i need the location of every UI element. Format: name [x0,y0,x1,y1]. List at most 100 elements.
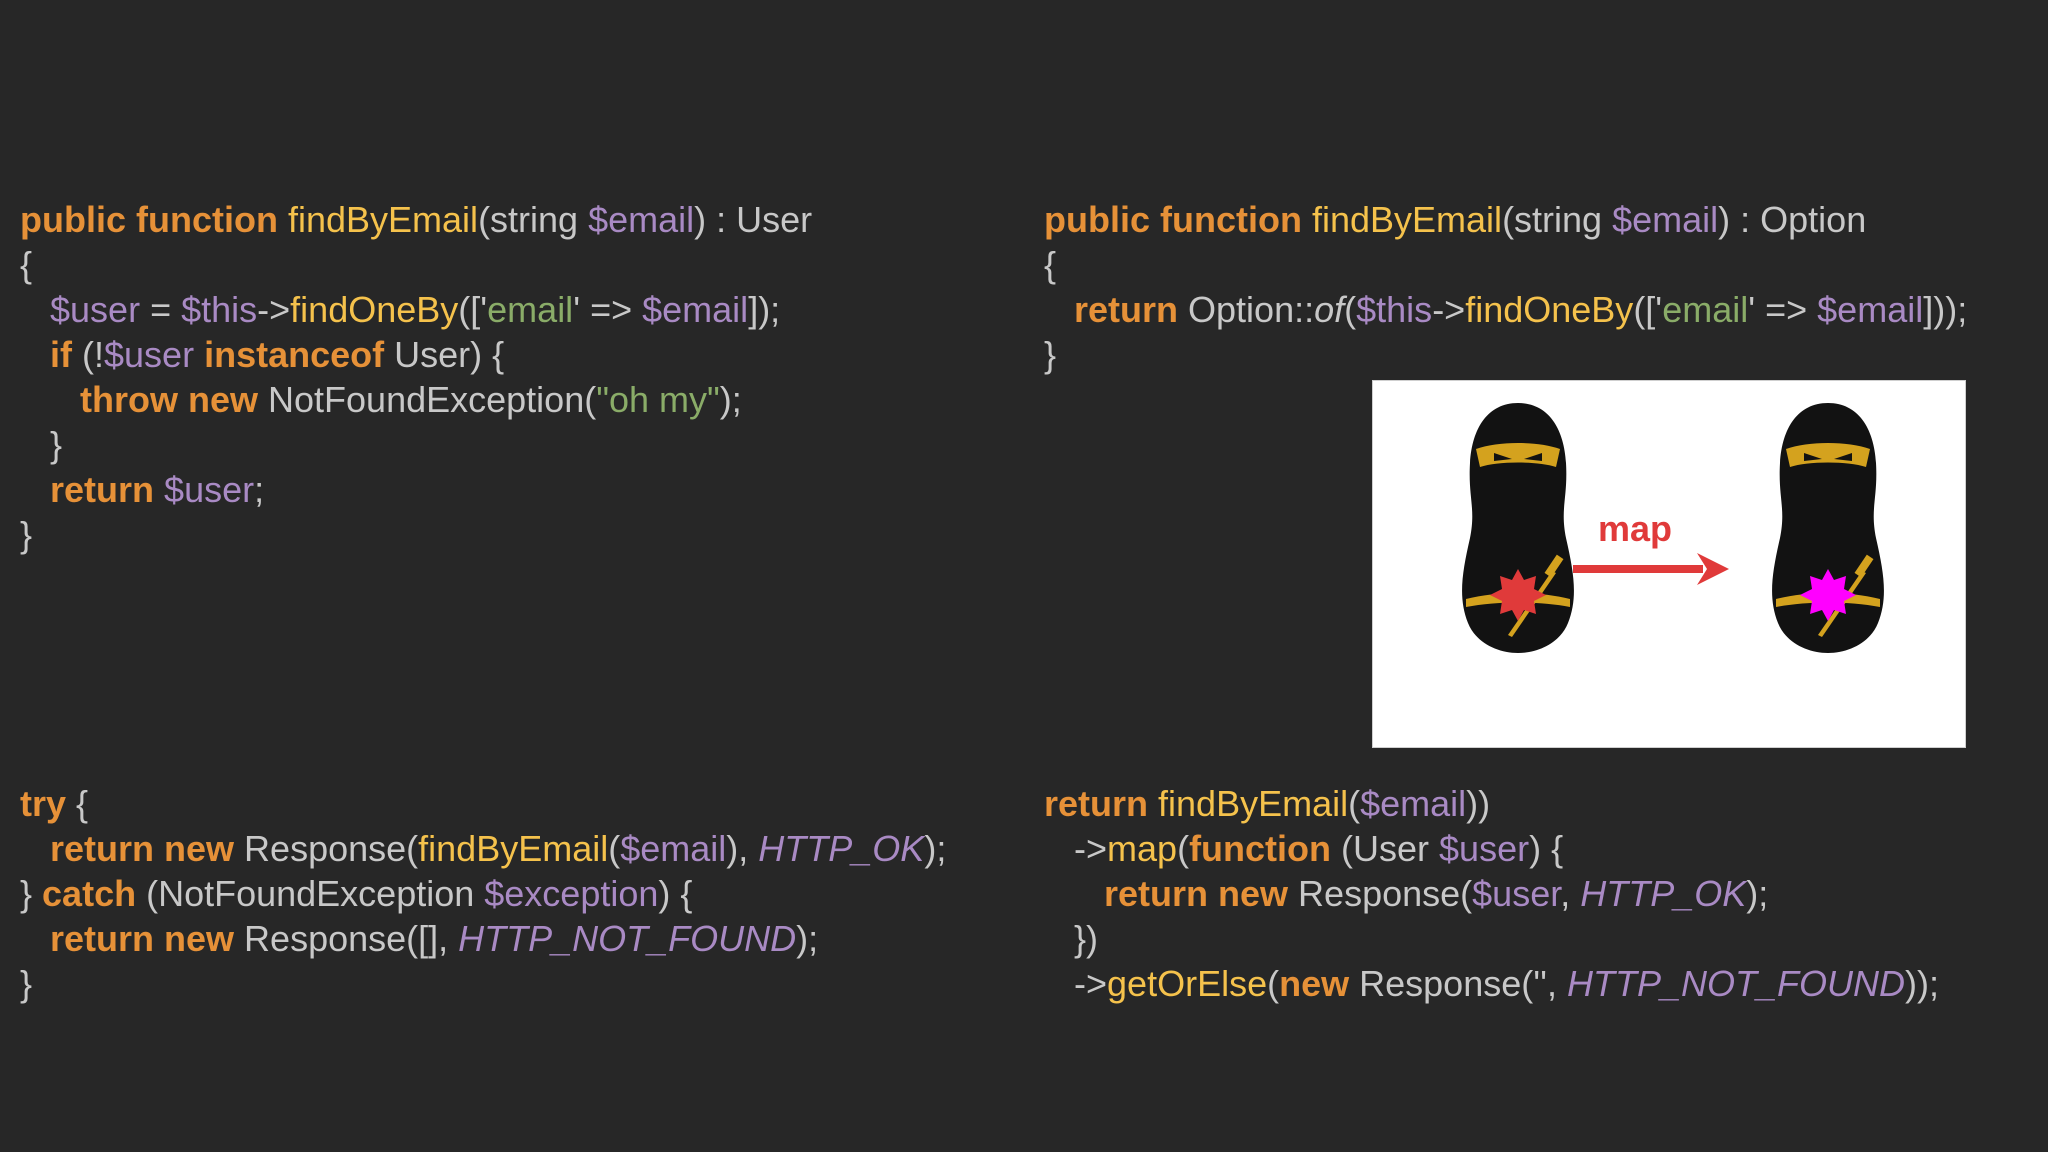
code-token: catch [42,873,137,914]
code-token [278,199,288,240]
code-token [1148,783,1158,824]
code-line: } [20,512,812,557]
code-line: { [1044,242,1967,287]
code-token: (! [72,334,105,375]
code-line: public function findByEmail(string $emai… [20,197,812,242]
code-line: return new Response($user, HTTP_OK); [1044,871,1939,916]
code-token: ]); [748,289,781,330]
code-line: { [20,242,812,287]
code-token: ); [796,918,819,959]
code-token: $exception [484,873,659,914]
code-token [1302,199,1312,240]
code-token: (string [478,199,589,240]
code-token [20,918,50,959]
code-line: if (!$user instanceof User) { [20,332,812,377]
code-token: )) [1466,783,1491,824]
code-token: ([' [1633,289,1663,330]
code-line: return Option::of($this->findOneBy(['ema… [1044,287,1967,332]
code-token: $user [1439,828,1530,869]
code-line: return new Response(findByEmail($email),… [20,826,946,871]
code-token: ' => [573,289,643,330]
code-token: Response([], [234,918,459,959]
code-token: $user [1472,873,1561,914]
code-token: return [1074,289,1179,330]
code-token: ) { [658,873,693,914]
code-token: return [50,469,155,510]
code-token: $this [181,289,258,330]
code-token: (NotFoundException [136,873,485,914]
code-token: findByEmail [418,828,609,869]
code-token: ) : Option [1718,199,1867,240]
code-token [20,828,50,869]
code-token: email [1662,289,1749,330]
code-block-find-by-email-option: public function findByEmail(string $emai… [1044,197,1967,377]
code-token: { [66,783,89,824]
code-token: (string [1502,199,1613,240]
code-token: , [1560,873,1581,914]
code-line: return new Response([], HTTP_NOT_FOUND); [20,916,946,961]
code-line: } [20,422,812,467]
code-token: "oh my" [596,379,720,420]
code-token [20,379,80,420]
code-token: ); [1746,873,1769,914]
code-token: try [20,783,67,824]
code-token: ( [1348,783,1361,824]
code-token: ( [608,828,621,869]
code-line: $user = $this->findOneBy(['email' => $em… [20,287,812,332]
code-token: map [1107,828,1178,869]
code-token: ( [1177,828,1190,869]
code-token: $email [588,199,695,240]
code-line: ->map(function (User $user) { [1044,826,1939,871]
code-line: } [1044,332,1967,377]
code-token: $email [642,289,749,330]
code-token [1044,289,1074,330]
code-token: findByEmail [1158,783,1349,824]
code-line: } catch (NotFoundException $exception) { [20,871,946,916]
code-token: return new [50,918,235,959]
code-block-try-catch-usage: try { return new Response(findByEmail($e… [20,781,946,1006]
code-token: function [1189,828,1332,869]
code-token: ); [719,379,742,420]
code-token: findByEmail [287,199,479,240]
code-line: return findByEmail($email)) [1044,781,1939,826]
code-token: NotFoundException( [258,379,597,420]
code-token: ])); [1923,289,1968,330]
code-token: ) : User [694,199,813,240]
code-token [154,469,164,510]
code-token: instanceof [204,334,385,375]
code-token: } [20,514,33,555]
code-token: } [20,424,63,465]
code-token: findOneBy [290,289,459,330]
code-token: = [140,289,182,330]
code-token: if [50,334,73,375]
code-token [1044,873,1104,914]
code-token: Response( [1288,873,1473,914]
code-token: $user [104,334,195,375]
code-token: ([' [458,289,488,330]
code-token: return new [50,828,235,869]
code-token: findByEmail [1311,199,1503,240]
code-line: throw new NotFoundException("oh my"); [20,377,812,422]
code-token: ; [254,469,265,510]
code-token [20,469,50,510]
code-token: -> [1044,828,1108,869]
code-token: $email [1612,199,1719,240]
code-token: ' => [1748,289,1818,330]
map-arrow-label: map [1598,508,1672,549]
code-line: } [20,961,946,1006]
code-line: return $user; [20,467,812,512]
code-token: } [20,963,33,1004]
code-token: ), [726,828,759,869]
code-token: HTTP_OK [758,828,925,869]
code-token: Response('', [1349,963,1567,1004]
map-arrow: map [1573,508,1729,585]
code-token: User) { [384,334,505,375]
doll-core-left [1490,569,1546,621]
code-token: -> [1044,963,1108,1004]
code-token: $this [1356,289,1433,330]
code-token: return [1044,783,1149,824]
code-token: ( [1344,289,1357,330]
code-token: )); [1905,963,1939,1004]
code-token: public function [1044,199,1302,240]
code-token: -> [257,289,291,330]
